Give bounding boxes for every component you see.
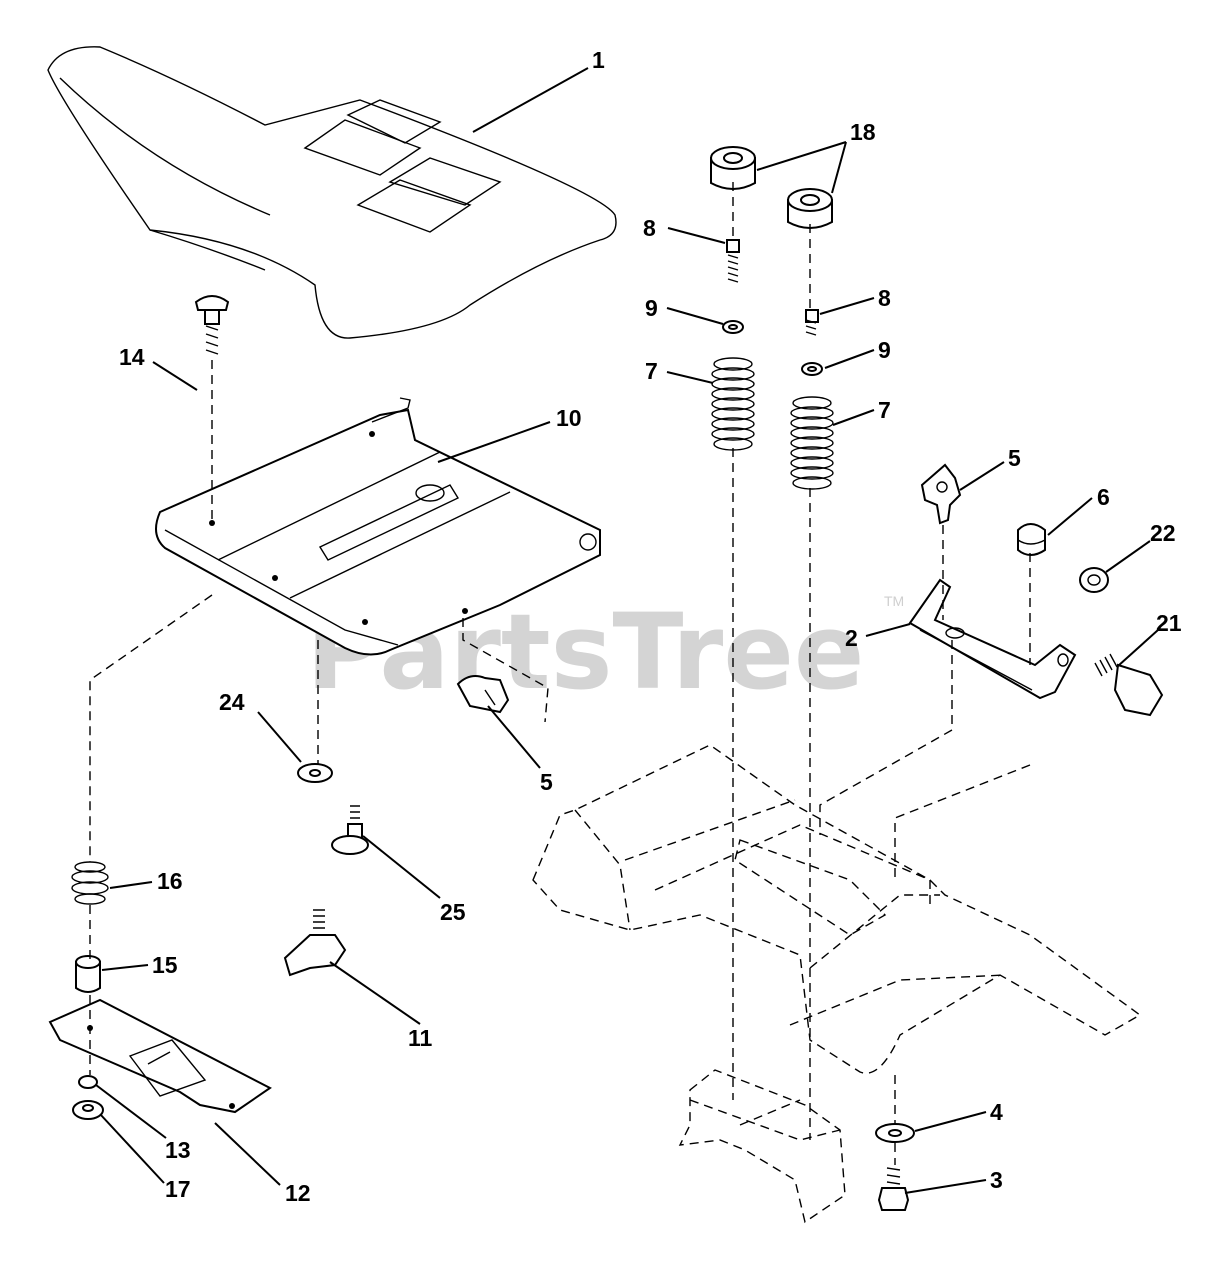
callout-21: 21: [1156, 610, 1182, 636]
callout-7-right: 7: [878, 397, 891, 423]
callout-4: 4: [990, 1099, 1003, 1125]
spring-part-7-right[interactable]: [790, 396, 834, 490]
cap-part-6[interactable]: [1017, 523, 1046, 556]
callout-17: 17: [165, 1176, 191, 1202]
leader-lines: [95, 67, 1159, 1194]
callout-8-right: 8: [878, 285, 891, 311]
watermark-trademark: TM: [884, 593, 904, 609]
locknut-part-17[interactable]: [72, 1100, 104, 1120]
mower-frame-reference: [532, 744, 1142, 1074]
callout-18: 18: [850, 119, 876, 145]
nut-part-22[interactable]: [1079, 567, 1109, 593]
bumper-part-18-left[interactable]: [710, 146, 756, 190]
bracket-plate-part-12[interactable]: [48, 998, 272, 1114]
alignment-lines: [89, 182, 1031, 1165]
clip-part-5-lower[interactable]: [456, 675, 510, 714]
callout-14: 14: [119, 344, 145, 370]
hex-bolt-part-3[interactable]: [877, 1167, 910, 1211]
callout-labels: 1 18 8 8 9 9 7 7 14 10 5 6 22 2 21 24 5 …: [119, 47, 1182, 1206]
washer-part-9-right[interactable]: [801, 362, 823, 376]
screw-part-8-right[interactable]: [805, 309, 819, 336]
callout-6: 6: [1097, 484, 1110, 510]
latch-part-5-upper[interactable]: [920, 463, 962, 525]
callout-9-left: 9: [645, 295, 658, 321]
spacer-part-15[interactable]: [75, 955, 101, 993]
washer-part-4[interactable]: [875, 1123, 915, 1143]
callout-5-lower: 5: [540, 769, 553, 795]
spring-part-16[interactable]: [71, 861, 109, 905]
callout-15: 15: [152, 952, 178, 978]
callout-25: 25: [440, 899, 466, 925]
seat-pan-part-10[interactable]: [155, 397, 601, 656]
callout-2: 2: [845, 625, 858, 651]
nut-part-13[interactable]: [78, 1075, 98, 1089]
carriage-bolt-part-14[interactable]: [194, 295, 230, 355]
callout-22: 22: [1150, 520, 1176, 546]
callout-10: 10: [556, 405, 582, 431]
callout-16: 16: [157, 868, 183, 894]
washer-part-9-left[interactable]: [722, 320, 744, 334]
shoulder-bolt-part-25[interactable]: [331, 805, 369, 855]
bumper-part-18-right[interactable]: [787, 188, 833, 229]
callout-7-left: 7: [645, 358, 658, 384]
seat-part-1[interactable]: [47, 46, 617, 339]
callout-24: 24: [219, 689, 245, 715]
callout-11: 11: [408, 1025, 433, 1051]
washer-part-24[interactable]: [297, 763, 333, 783]
callout-5-upper: 5: [1008, 445, 1021, 471]
callout-1: 1: [592, 47, 605, 73]
screw-part-8-left[interactable]: [726, 239, 740, 283]
bolt-part-21[interactable]: [1094, 653, 1164, 717]
spring-part-7-left[interactable]: [711, 357, 755, 451]
callout-12: 12: [285, 1180, 311, 1206]
callout-9-right: 9: [878, 337, 891, 363]
knob-part-11[interactable]: [283, 909, 347, 977]
lower-bracket-reference: [678, 1069, 846, 1224]
bracket-part-2[interactable]: [908, 578, 1077, 700]
callout-13: 13: [165, 1137, 191, 1163]
callout-8-left: 8: [643, 215, 656, 241]
callout-3: 3: [990, 1167, 1003, 1193]
